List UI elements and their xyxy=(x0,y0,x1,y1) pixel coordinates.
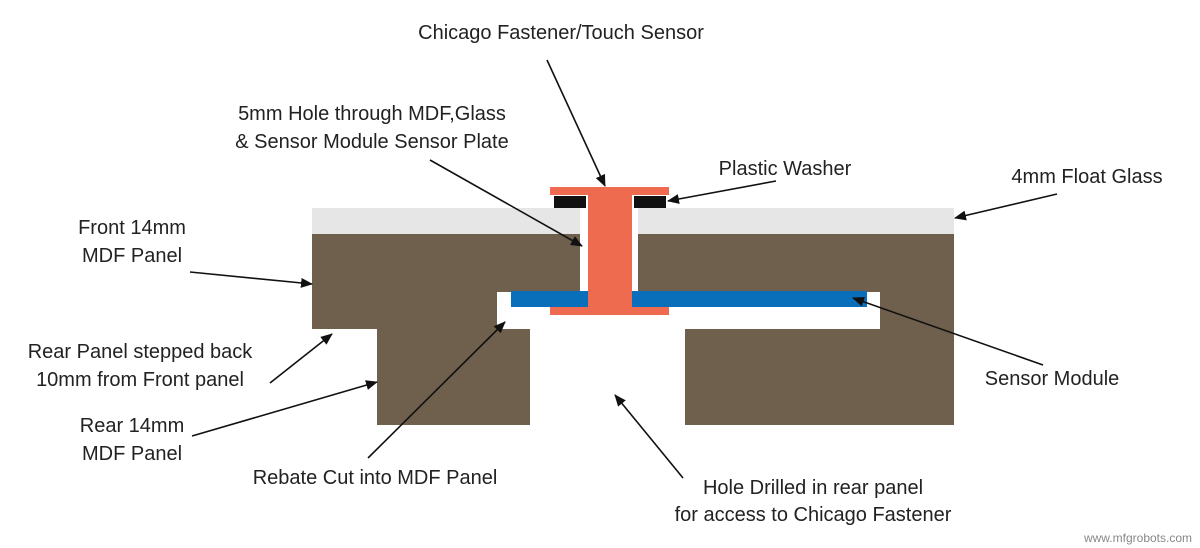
arrow-rear-stepped xyxy=(269,333,333,384)
label-hole-rear-line1: Hole Drilled in rear panel xyxy=(703,477,923,499)
arrow-chicago-fastener xyxy=(546,59,606,187)
label-rear-stepped-line2: 10mm from Front panel xyxy=(36,369,244,391)
label-chicago-fastener: Chicago Fastener/Touch Sensor xyxy=(418,22,704,44)
arrow-float-glass xyxy=(954,193,1058,221)
sensor-module xyxy=(511,291,867,307)
label-hole-line1: 5mm Hole through MDF,Glass xyxy=(238,103,506,125)
fastener-bottom-flange xyxy=(550,307,669,315)
arrow-rear-panel xyxy=(191,380,378,437)
rear-mdf-panel-left xyxy=(377,329,530,425)
label-hole-line2: & Sensor Module Sensor Plate xyxy=(235,131,509,153)
float-glass-right xyxy=(638,208,954,234)
label-front-line1: Front 14mm xyxy=(78,217,186,239)
label-front-line2: MDF Panel xyxy=(82,245,182,267)
fastener-shaft xyxy=(588,195,632,308)
float-glass-left xyxy=(312,208,580,234)
arrow-sensor-module xyxy=(852,296,1044,366)
label-sensor-module: Sensor Module xyxy=(985,368,1120,390)
arrow-hole xyxy=(429,159,583,247)
fastener-top-flange xyxy=(550,187,669,195)
label-rear-stepped-line1: Rear Panel stepped back xyxy=(28,341,254,363)
label-rear-line1: Rear 14mm xyxy=(80,415,184,437)
label-hole-rear-line2: for access to Chicago Fastener xyxy=(675,504,952,526)
arrow-plastic-washer xyxy=(667,180,777,204)
watermark: www.mfgrobots.com xyxy=(1083,531,1192,545)
label-rear-line2: MDF Panel xyxy=(82,443,182,465)
label-float-glass: 4mm Float Glass xyxy=(1011,166,1162,188)
front-mdf-panel-left xyxy=(312,234,580,329)
rear-mdf-panel-right xyxy=(685,329,954,425)
front-mdf-panel-right xyxy=(638,234,954,329)
label-plastic-washer: Plastic Washer xyxy=(719,158,852,180)
arrow-rebate xyxy=(367,321,506,459)
label-rebate: Rebate Cut into MDF Panel xyxy=(253,467,498,489)
plastic-washer-left xyxy=(554,196,586,208)
arrow-front-panel xyxy=(189,271,313,288)
arrow-hole-rear xyxy=(614,394,684,479)
plastic-washer-right xyxy=(634,196,666,208)
